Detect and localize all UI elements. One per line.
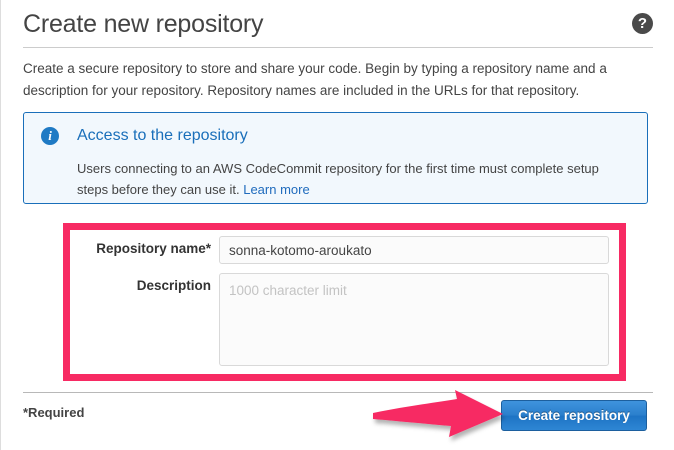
learn-more-link[interactable]: Learn more bbox=[243, 182, 310, 197]
access-info-box: i Access to the repository Users connect… bbox=[23, 112, 648, 204]
create-repository-button[interactable]: Create repository bbox=[501, 400, 647, 431]
intro-paragraph: Create a secure repository to store and … bbox=[23, 61, 607, 98]
repository-name-input[interactable] bbox=[219, 236, 609, 264]
description-row: Description bbox=[81, 273, 611, 368]
page-title: Create new repository bbox=[23, 10, 264, 38]
info-icon: i bbox=[41, 127, 59, 145]
help-icon[interactable]: ? bbox=[632, 13, 653, 34]
required-note: *Required bbox=[23, 405, 85, 420]
description-textarea[interactable] bbox=[219, 273, 609, 366]
info-box-text: Users connecting to an AWS CodeCommit re… bbox=[77, 161, 599, 197]
repository-name-label: Repository name* bbox=[96, 241, 211, 256]
pink-arrow-icon bbox=[373, 390, 503, 437]
header-divider bbox=[23, 47, 653, 48]
info-box-body: Users connecting to an AWS CodeCommit re… bbox=[77, 158, 627, 200]
page-header: Create new repository ? bbox=[23, 8, 653, 48]
info-box-title: Access to the repository bbox=[77, 127, 248, 144]
repository-name-row: Repository name* bbox=[81, 236, 611, 266]
footer-divider bbox=[23, 392, 653, 393]
description-label: Description bbox=[136, 278, 211, 293]
